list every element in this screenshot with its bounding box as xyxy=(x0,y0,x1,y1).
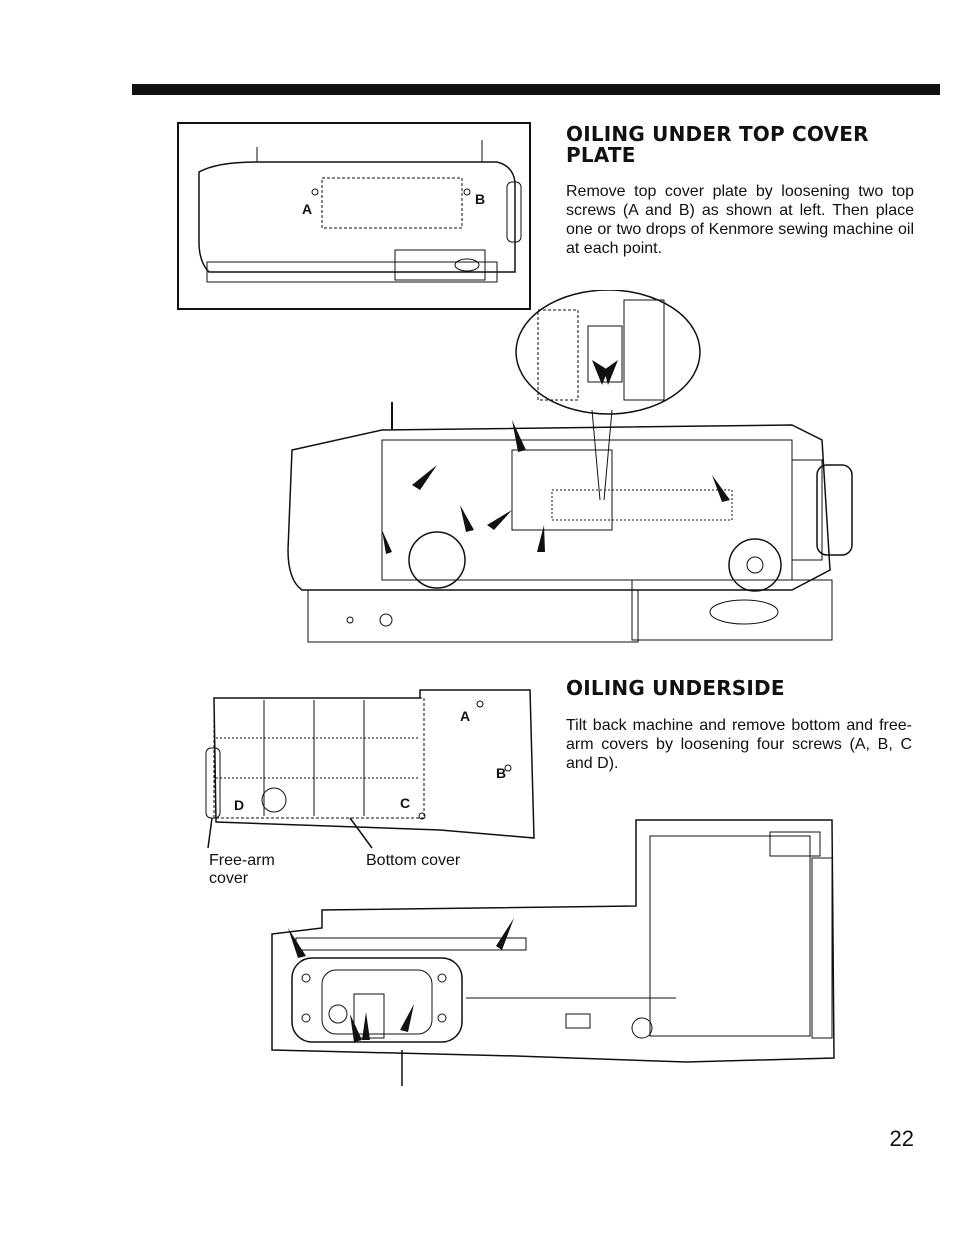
section-body-top-cover: Remove top cover plate by loosening two … xyxy=(566,183,914,257)
free-arm-label-line-1: Free-arm xyxy=(209,852,275,869)
section-title-underside: OILING UNDERSIDE xyxy=(566,676,785,700)
top-cover-figure: A B xyxy=(177,122,531,310)
title-line-1: OILING UNDER TOP COVER xyxy=(566,122,869,146)
section-title-top-cover: OILING UNDER TOP COVER PLATE xyxy=(566,124,869,166)
interior-oil-points-figure xyxy=(282,290,862,650)
label-b: B xyxy=(475,191,485,207)
label-a: A xyxy=(302,201,312,217)
label-d: D xyxy=(234,797,244,813)
page-number: 22 xyxy=(889,1126,914,1151)
bottom-cover-caption: Bottom cover xyxy=(366,852,461,869)
title-line-2: PLATE xyxy=(566,143,636,167)
free-arm-label-line-2: cover xyxy=(209,870,249,887)
label-c: C xyxy=(400,795,410,811)
free-arm-cover-caption: Free-arm cover xyxy=(209,852,275,888)
section-body-underside: Tilt back machine and remove bottom and … xyxy=(566,717,912,772)
covers-figure: A B C D xyxy=(200,688,540,853)
label-b: B xyxy=(496,765,506,781)
label-a: A xyxy=(460,708,470,724)
underside-oil-points-figure xyxy=(266,818,844,1090)
header-rule xyxy=(132,84,940,95)
